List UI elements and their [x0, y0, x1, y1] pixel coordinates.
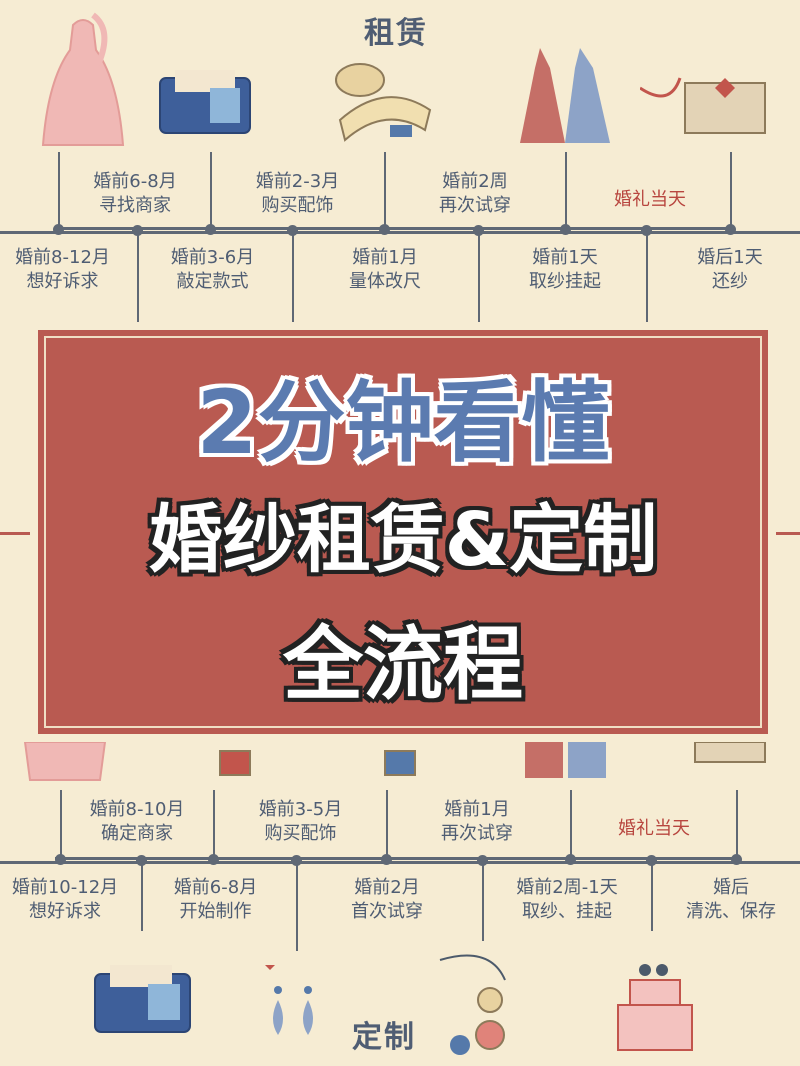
custom-step-task: 确定商家 [101, 823, 173, 844]
custom-step-task: 取纱、挂起 [522, 901, 612, 922]
hanging-dresses-icon [520, 48, 610, 143]
rental-step-0: 婚前8-12月 想好诉求 [0, 246, 125, 294]
rental-section-title: 租赁 [364, 16, 428, 51]
gift-box-icon [640, 77, 766, 134]
custom-step-time: 婚前8-10月 [89, 799, 185, 820]
custom-step-1: 婚前8-10月 确定商家 [72, 798, 202, 846]
rental-step-time: 婚前2周 [442, 171, 508, 192]
rental-step-task: 购买配饰 [261, 195, 334, 216]
custom-step-6: 婚前2周-1天 取纱、挂起 [492, 876, 642, 924]
headline-line-3: 全流程 [283, 618, 523, 711]
custom-step-time: 婚前2月 [354, 877, 420, 898]
rental-step-1: 婚前6-8月 寻找商家 [70, 170, 200, 218]
dress-hem-icon [23, 742, 107, 781]
rental-step-task: 还纱 [712, 271, 748, 292]
gift-box-icon [694, 742, 766, 763]
custom-step-time: 婚前2周-1天 [516, 877, 618, 898]
custom-step-task: 开始制作 [179, 901, 252, 922]
banner-border [44, 336, 762, 728]
title-banner [38, 330, 768, 734]
custom-step-7: 婚后 清洗、保存 [662, 876, 800, 924]
tape-measure-icon [335, 63, 432, 142]
rental-step-task: 量体改尺 [349, 271, 421, 292]
rental-step-time: 婚后1天 [697, 247, 763, 268]
rental-step-time: 婚前8-12月 [15, 247, 110, 268]
thread-spool-icon [384, 750, 416, 776]
custom-step-3: 婚前3-5月 购买配饰 [228, 798, 373, 846]
custom-step-task: 想好诉求 [29, 901, 101, 922]
custom-step-4: 婚前2月 首次试穿 [312, 876, 462, 924]
custom-step-time: 婚前3-5月 [258, 799, 343, 820]
wallet-icon [159, 70, 251, 134]
rental-step-task: 想好诉求 [26, 271, 99, 292]
hanging-dresses-icon [525, 742, 606, 778]
rental-step-4: 婚前1月 量体改尺 [310, 246, 460, 294]
custom-step-5: 婚前1月 再次试穿 [402, 798, 552, 846]
rental-wedding-day: 婚礼当天 [614, 189, 686, 210]
rental-step-time: 婚前1月 [352, 247, 418, 268]
rental-step-task: 寻找商家 [99, 195, 171, 216]
custom-step-task: 首次试穿 [351, 901, 423, 922]
custom-wedding-day: 婚礼当天 [618, 818, 690, 839]
cake-icon [617, 964, 693, 1051]
custom-step-task: 购买配饰 [264, 823, 337, 844]
custom-step-time: 婚前6-8月 [173, 877, 258, 898]
rental-step-time: 婚前1天 [532, 247, 598, 268]
rental-step-time: 婚前6-8月 [93, 171, 177, 192]
rental-step-time: 婚前3-6月 [170, 247, 255, 268]
pink-dress-icon [41, 12, 125, 146]
earrings-icon [265, 965, 313, 1035]
buttons-icon [439, 954, 506, 1055]
thread-spool-icon [219, 750, 251, 776]
custom-step-0: 婚前10-12月 想好诉求 [0, 876, 130, 924]
headline-line-1: 2分钟看懂 [196, 371, 610, 474]
custom-step-time: 婚前1月 [444, 799, 510, 820]
rental-step-3: 婚前2-3月 购买配饰 [225, 170, 370, 218]
wallet-icon [94, 965, 191, 1033]
rental-step-task: 取纱挂起 [529, 271, 601, 292]
rental-step-2: 婚前3-6月 敲定款式 [145, 246, 280, 294]
rental-step-time: 婚前2-3月 [255, 171, 340, 192]
rental-step-task: 敲定款式 [176, 271, 249, 292]
rental-step-6: 婚前1天 取纱挂起 [495, 246, 635, 294]
headline-line-2: 婚纱租赁&定制 [148, 497, 658, 583]
rental-step-7: 婚后1天 还纱 [660, 246, 800, 294]
rental-step-task: 再次试穿 [439, 195, 511, 216]
custom-step-time: 婚前10-12月 [11, 877, 119, 898]
custom-step-2: 婚前6-8月 开始制作 [148, 876, 283, 924]
rental-step-5: 婚前2周 再次试穿 [400, 170, 550, 218]
custom-step-task: 清洗、保存 [686, 901, 776, 922]
custom-step-task: 再次试穿 [441, 823, 513, 844]
custom-section-title: 定制 [352, 1020, 416, 1055]
custom-step-time: 婚后 [713, 877, 749, 898]
